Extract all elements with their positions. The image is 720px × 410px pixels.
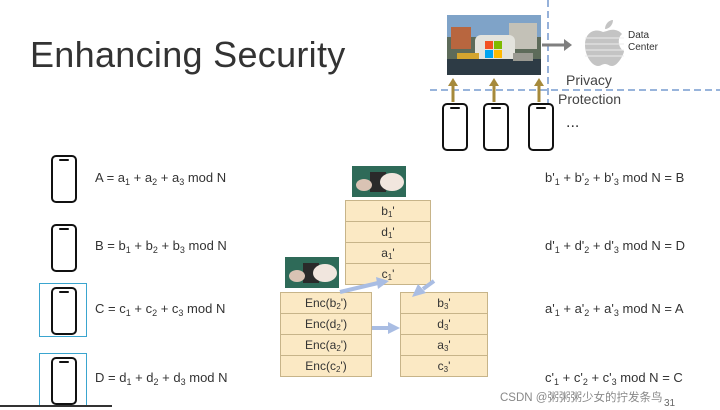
- equation-a-prime: a'1 + a'2 + a'3 mod N = A: [545, 301, 684, 318]
- enc-cell-a2: Enc(a2'): [280, 334, 372, 356]
- apple-logo-icon: [581, 18, 625, 68]
- harbor-photo: [447, 15, 541, 75]
- phone-icon: [442, 103, 468, 151]
- phone-icon-d: [51, 357, 77, 405]
- windows-logo-icon: [485, 41, 502, 58]
- arrowhead-icon: [564, 39, 572, 51]
- equation-d-prime: d'1 + d'2 + d'3 mod N = D: [545, 238, 685, 255]
- stack-cell-a3: a3': [400, 334, 488, 356]
- page-title: Enhancing Security: [30, 34, 346, 75]
- equation-c: C = c1 + c2 + c3 mod N: [95, 301, 226, 318]
- equation-d: D = d1 + d2 + d3 mod N: [95, 370, 228, 387]
- datacenter-line1: Data: [628, 30, 650, 41]
- equation-c-prime: c'1 + c'2 + c'3 mod N = C: [545, 370, 683, 387]
- enc-cell-d2: Enc(d2'): [280, 313, 372, 335]
- phone-icon-a: [51, 155, 77, 203]
- stack-cell-b3: b3': [400, 292, 488, 314]
- equation-b: B = b1 + b2 + b3 mod N: [95, 238, 227, 255]
- equation-a: A = a1 + a2 + a3 mod N: [95, 170, 227, 187]
- stack-cell-c1: c1': [345, 263, 431, 285]
- stack-cell-c3: c3': [400, 355, 488, 377]
- equation-b-prime: b'1 + b'2 + b'3 mod N = B: [545, 170, 685, 187]
- enc-cell-c2: Enc(c2'): [280, 355, 372, 377]
- hands-photo: [285, 257, 339, 288]
- enc-cell-b2: Enc(b2'): [280, 292, 372, 314]
- hands-photo: [352, 166, 406, 197]
- phone-icon: [483, 103, 509, 151]
- phone-icon: [528, 103, 554, 151]
- phone-icon-c: [51, 287, 77, 335]
- bottom-rule: [0, 405, 112, 407]
- upload-arrows: [448, 78, 544, 102]
- stack-cell-d1: d1': [345, 221, 431, 243]
- datacenter-line2: Center: [628, 42, 659, 53]
- stack-cell-b1: b1': [345, 200, 431, 222]
- stack-cell-d3: d3': [400, 313, 488, 335]
- watermark-text: CSDN @粥粥粥少女的拧发条鸟: [500, 392, 663, 404]
- stack-cell-a1: a1': [345, 242, 431, 264]
- protection-label: Protection: [558, 91, 622, 107]
- phone-icon-b: [51, 224, 77, 272]
- datacenter-label: Data Center: [628, 30, 658, 54]
- privacy-label: Privacy: [566, 72, 612, 88]
- page-number: 31: [664, 398, 676, 409]
- phone-highlight-frame: [39, 283, 87, 337]
- ellipsis: ...: [566, 114, 580, 131]
